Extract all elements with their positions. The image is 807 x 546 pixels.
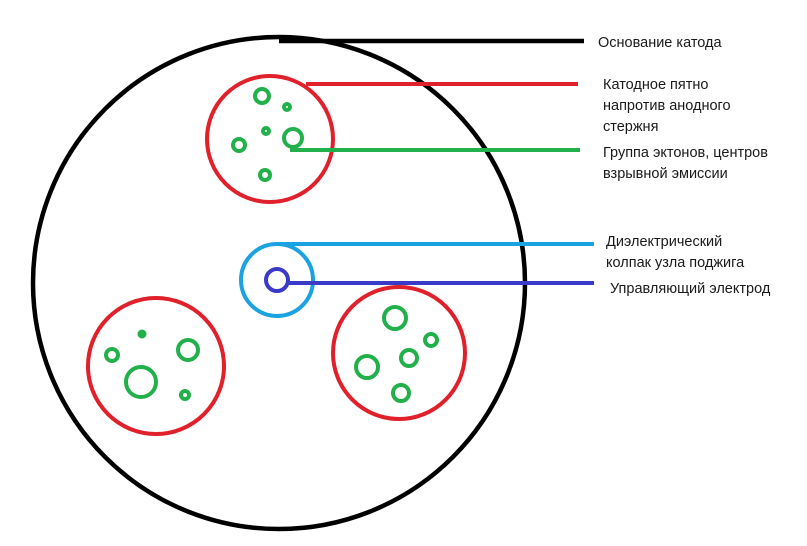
ecton bbox=[391, 383, 411, 403]
label-control-electrode: Управляющий электрод bbox=[610, 281, 771, 297]
label-dielectric-cap-line: колпак узла поджига bbox=[606, 255, 745, 271]
ecton-group-bottom-left bbox=[104, 329, 200, 401]
label-cathode-spot-line: стержня bbox=[603, 119, 658, 135]
dielectric-cap-circle bbox=[239, 242, 315, 318]
cathode-spot-bottom-left bbox=[86, 296, 226, 436]
ecton bbox=[124, 365, 158, 399]
ecton bbox=[282, 102, 292, 112]
ecton bbox=[137, 329, 147, 339]
label-ecton-group-line: взрывной эмиссии bbox=[603, 166, 728, 182]
label-dielectric-cap: Диэлектрический колпак узла поджига bbox=[606, 234, 745, 271]
ecton bbox=[179, 389, 191, 401]
ecton bbox=[176, 338, 200, 362]
label-cathode-spot: Катодное пятно напротив анодного стержня bbox=[603, 77, 735, 135]
label-cathode-spot-line: Катодное пятно bbox=[603, 77, 708, 93]
ecton bbox=[399, 348, 419, 368]
label-dielectric-cap-line: Диэлектрический bbox=[606, 234, 722, 250]
ecton-group-top bbox=[231, 87, 304, 182]
ecton-group-bottom-right bbox=[354, 305, 439, 403]
cathode-spot-top bbox=[205, 74, 335, 204]
ecton bbox=[282, 127, 304, 149]
ecton bbox=[258, 168, 272, 182]
label-ecton-group-line: Группа эктонов, центров bbox=[603, 145, 768, 161]
label-cathode-spot-line: напротив анодного bbox=[603, 98, 731, 114]
ecton bbox=[382, 305, 408, 331]
ecton bbox=[261, 126, 271, 136]
ecton bbox=[231, 137, 247, 153]
ecton bbox=[423, 332, 439, 348]
label-cathode-base: Основание катода bbox=[598, 35, 722, 51]
control-electrode-circle bbox=[264, 267, 290, 293]
ecton bbox=[354, 354, 380, 380]
ecton bbox=[253, 87, 271, 105]
ecton bbox=[104, 347, 120, 363]
label-ecton-group: Группа эктонов, центров взрывной эмиссии bbox=[603, 145, 772, 182]
cathode-spot-bottom-right bbox=[331, 285, 467, 421]
